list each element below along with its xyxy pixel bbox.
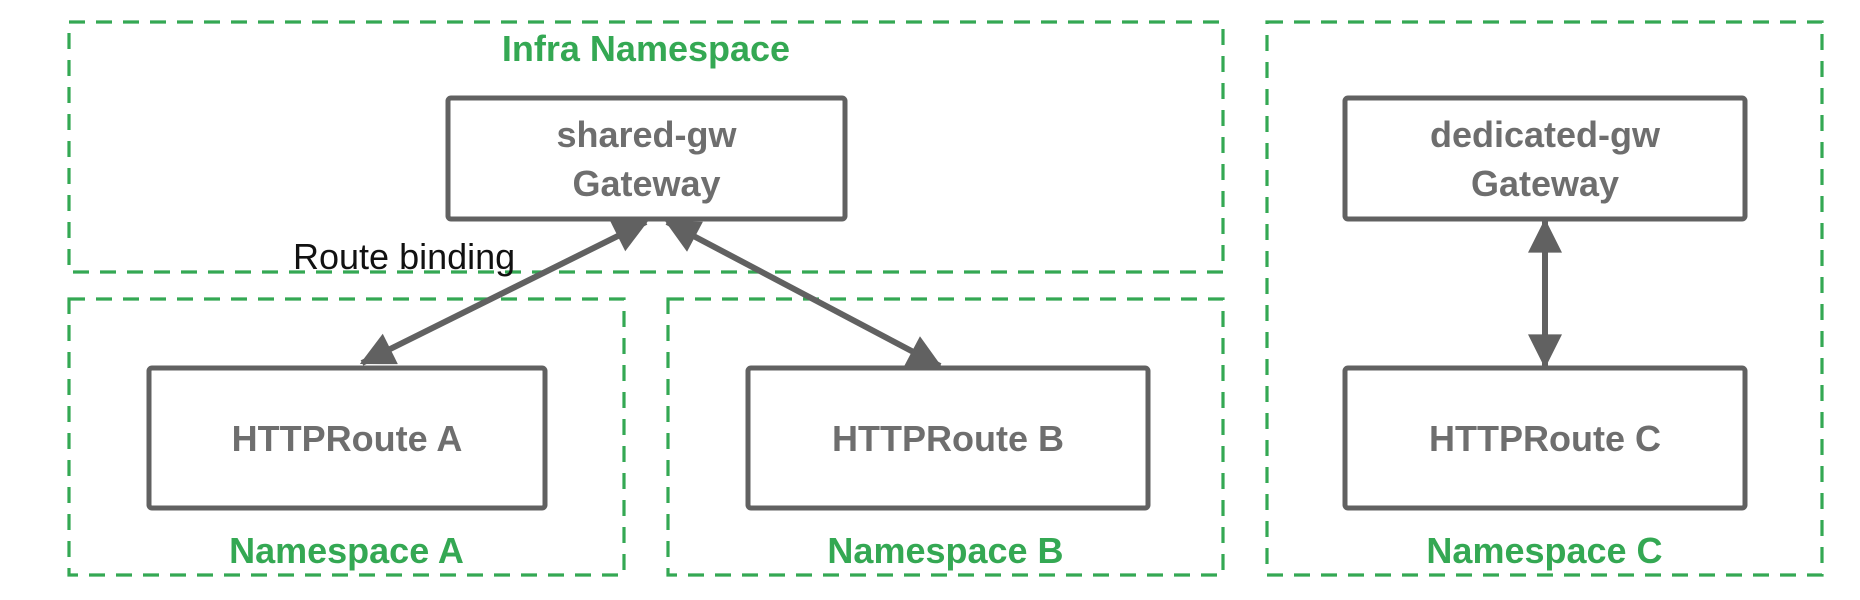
namespace-b-label: Namespace B — [827, 530, 1064, 571]
namespace-a-label: Namespace A — [229, 530, 464, 571]
dedicated-gw-gateway-node-box — [1342, 95, 1748, 222]
shared-gw-gateway-node-label: shared-gw Gateway — [448, 98, 845, 219]
namespace-b-box — [666, 297, 1225, 577]
shared-gw-kind-line: Gateway — [572, 162, 721, 204]
httproute-b-node-label: HTTPRoute B — [832, 417, 1064, 459]
route-b-binding-arrow — [664, 219, 943, 369]
shared-gw-name-line: shared-gw — [556, 113, 737, 155]
namespace-a-box — [67, 297, 626, 577]
httproute-c-node-label: HTTPRoute C — [1429, 417, 1661, 459]
dedicated-gw-gateway-node-label: dedicated-gw Gateway — [1345, 98, 1745, 219]
httproute-a-node-label: HTTPRoute A — [231, 417, 463, 459]
dedicated-gw-kind-line: Gateway — [1470, 162, 1620, 204]
route-a-binding-arrow — [359, 219, 649, 366]
httproute-c-node-box — [1342, 365, 1748, 511]
httproute-a-node-box — [146, 365, 548, 511]
shared-gw-gateway-node-box — [445, 95, 848, 222]
httproute-b-node-box — [745, 365, 1151, 511]
infra-namespace-label: Infra Namespace — [501, 28, 791, 69]
namespace-c-box — [1265, 20, 1824, 577]
namespace-c-label: Namespace C — [1426, 530, 1663, 571]
dedicated-gw-name-line: dedicated-gw — [1429, 113, 1661, 155]
route-binding-annotation: Route binding — [293, 236, 516, 277]
